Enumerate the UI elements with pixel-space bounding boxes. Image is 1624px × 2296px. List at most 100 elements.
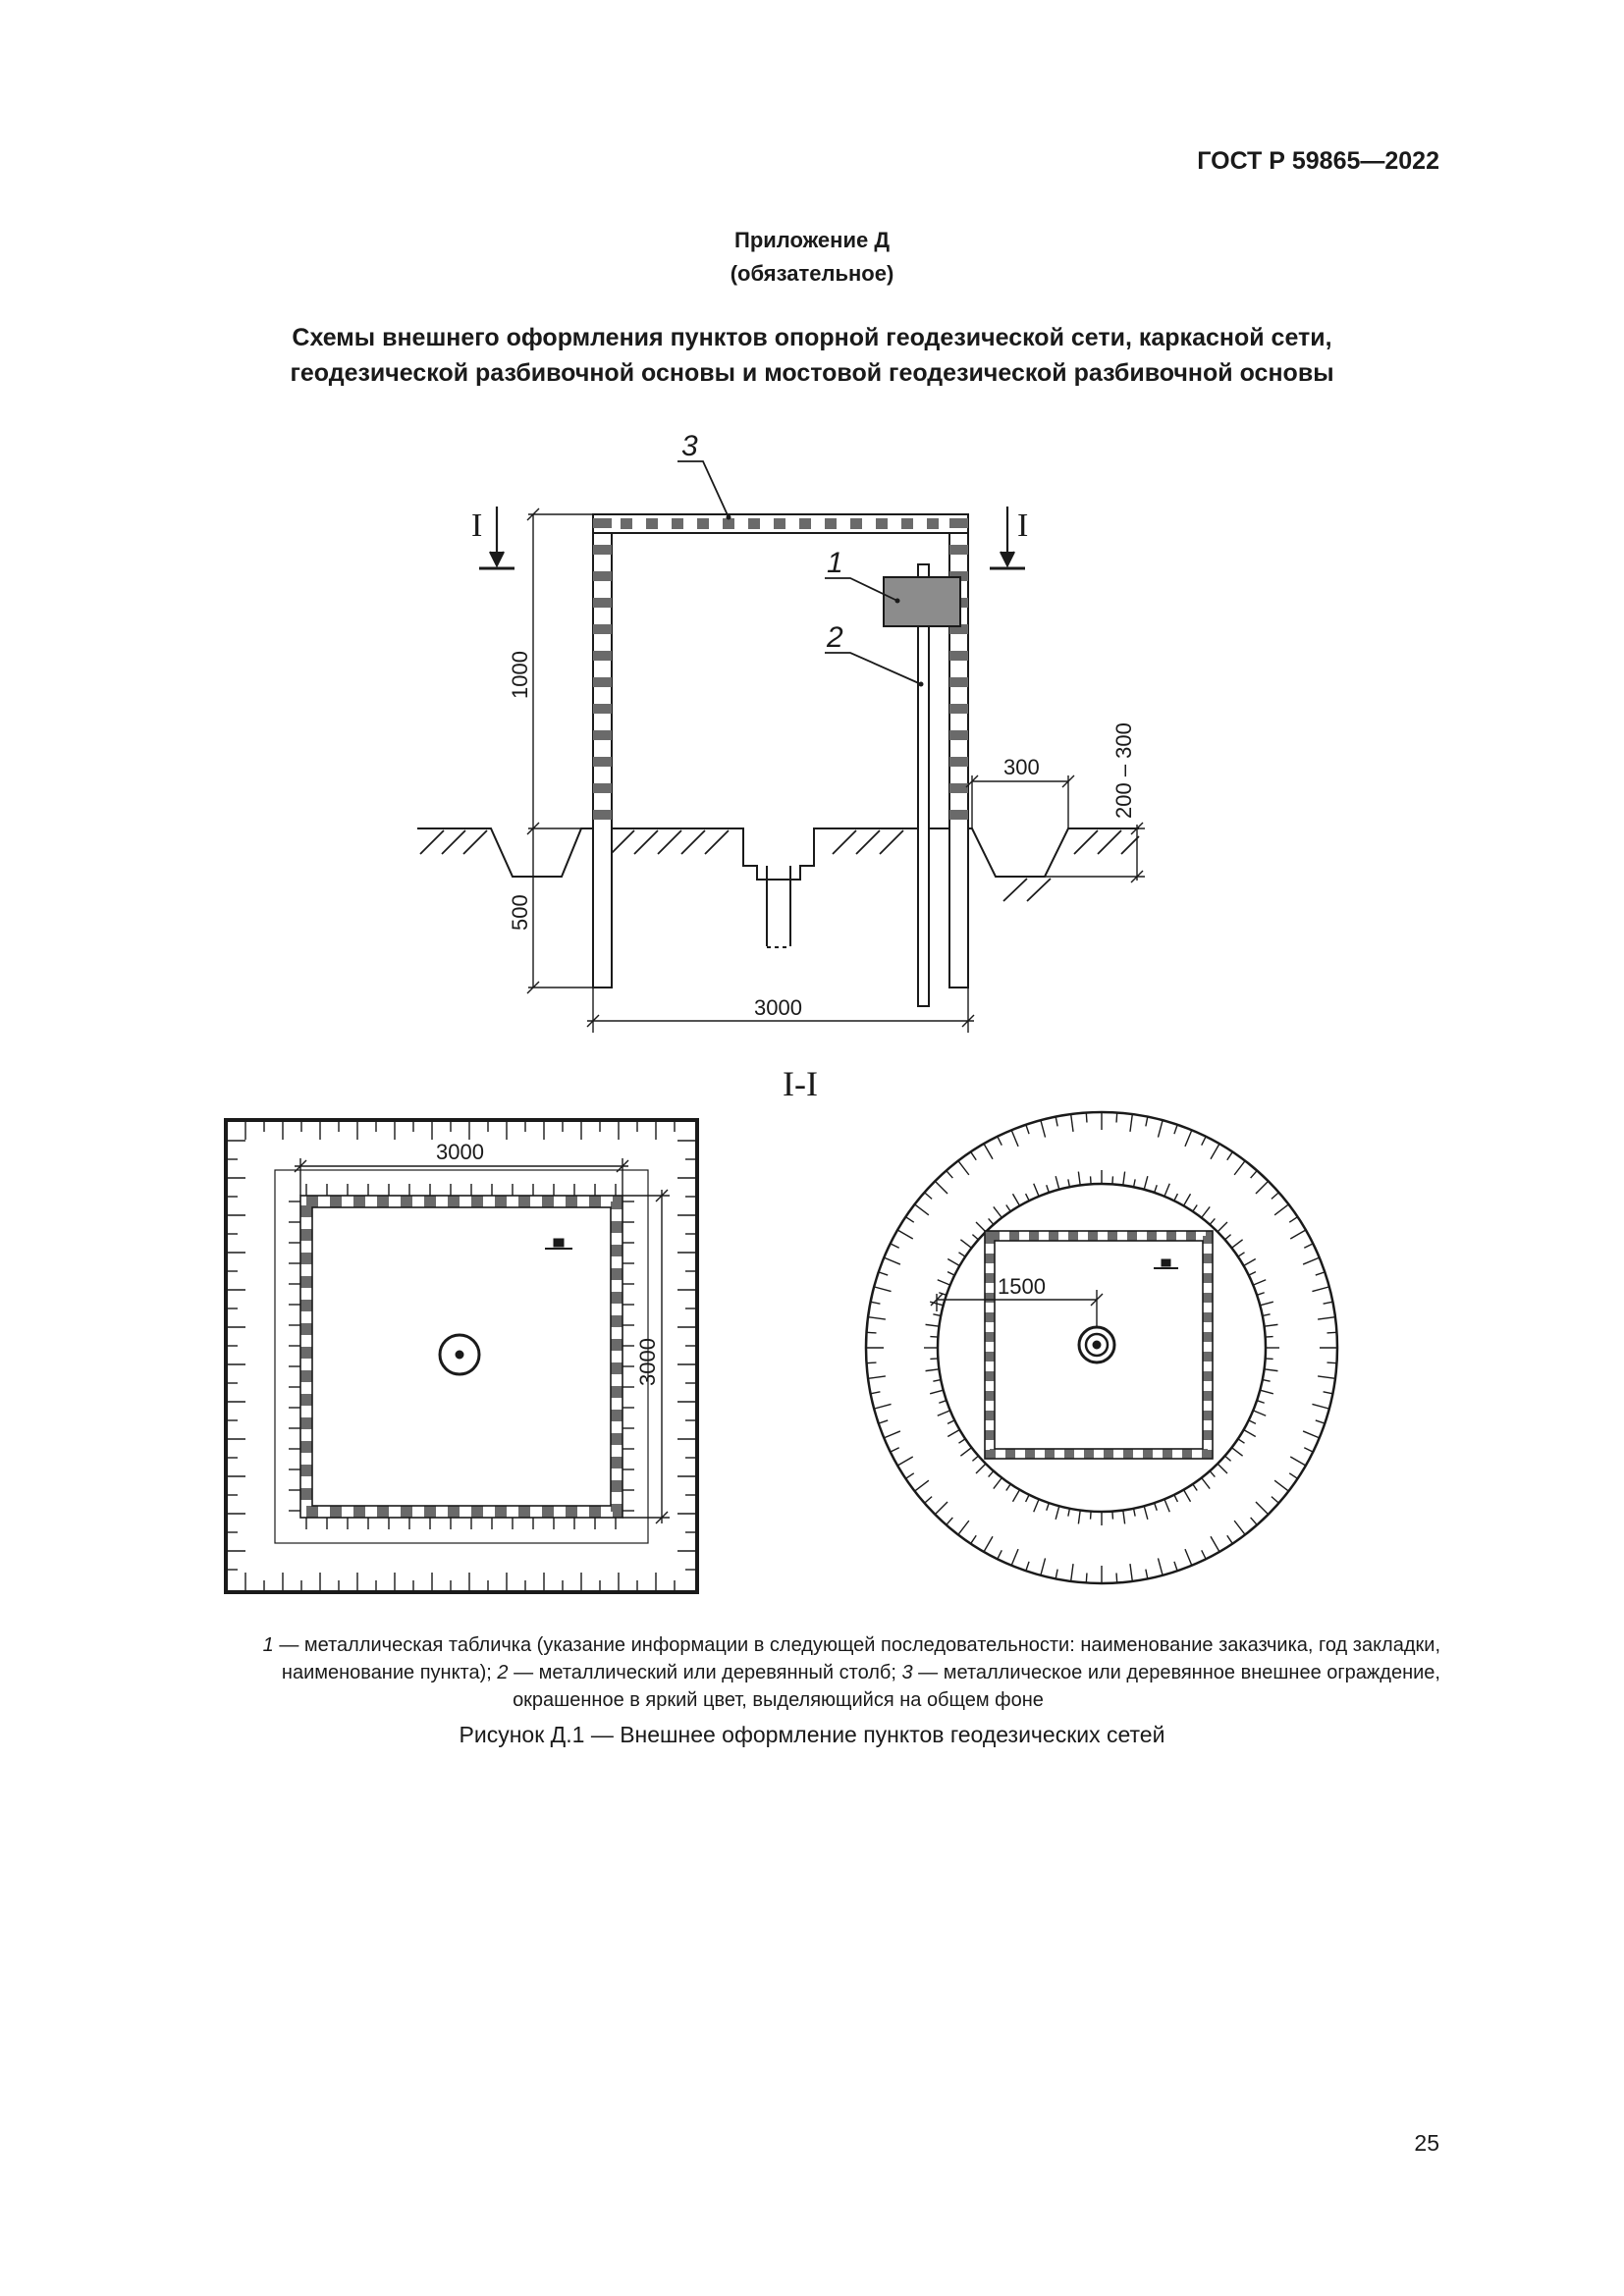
- legend-text-4: окрашенное в яркий цвет, выделяющийся на…: [513, 1689, 1044, 1711]
- hatch-tick: [933, 1378, 942, 1382]
- hatch-tick: [1182, 1489, 1192, 1503]
- hatch-tick: [1265, 1358, 1273, 1361]
- hatch-tick: [1010, 1130, 1019, 1148]
- hatch-tick: [1231, 1239, 1244, 1249]
- hatch-tick: [1289, 1456, 1307, 1467]
- hatch-tick: [1201, 1136, 1207, 1147]
- dim-300-label: 300: [1003, 755, 1040, 779]
- hatch-tick: [1055, 1175, 1060, 1190]
- section-title: I-I: [783, 1064, 818, 1103]
- hatch-tick: [1025, 1124, 1030, 1135]
- hatch-tick: [1033, 1499, 1040, 1513]
- plan-square-dim-v: [623, 1189, 670, 1524]
- hatch-tick: [1237, 1252, 1245, 1257]
- hatch-tick: [1122, 1171, 1126, 1186]
- section-mark-right: [990, 507, 1025, 570]
- hatch-tick: [929, 1389, 944, 1395]
- hatch-tick: [905, 1472, 915, 1479]
- hatch-tick: [1288, 1472, 1298, 1479]
- fence-stripes: [593, 518, 968, 820]
- plan-round-ticks: [866, 1112, 1337, 1583]
- ground-line: [417, 828, 1139, 881]
- hatch-tick: [873, 1286, 892, 1293]
- hatch-tick: [1040, 1558, 1047, 1576]
- section-mark-left: [479, 507, 514, 570]
- hatch-tick: [997, 1136, 1002, 1147]
- hatch-tick: [1250, 1517, 1258, 1525]
- hatch-tick: [1164, 1499, 1170, 1513]
- hatch-tick: [1122, 1510, 1126, 1524]
- plan-square: [224, 1118, 699, 1594]
- callout-3: 3: [681, 430, 698, 462]
- hatch-tick: [890, 1447, 900, 1453]
- appendix-label: Приложение Д: [734, 228, 890, 252]
- hatch-tick: [1145, 1569, 1149, 1579]
- hatch-tick: [947, 1257, 960, 1267]
- hatch-tick: [1173, 1494, 1179, 1503]
- page-number: 25: [1414, 2130, 1439, 2156]
- hatch-tick: [925, 1368, 940, 1372]
- hatch-tick: [1046, 1185, 1050, 1194]
- hatch-tick: [873, 1403, 892, 1410]
- hatch-tick: [1210, 1143, 1220, 1160]
- hatch-tick: [957, 1520, 970, 1535]
- hatch-tick: [1289, 1229, 1307, 1240]
- hatch-tick: [1077, 1510, 1081, 1524]
- hatch-tick: [866, 1362, 877, 1364]
- dim-3000-label: 3000: [754, 995, 802, 1020]
- hatch-tick: [1226, 1151, 1233, 1161]
- hatch-tick: [997, 1549, 1002, 1560]
- hatch-tick: [1143, 1506, 1149, 1521]
- hatch-tick: [971, 1234, 979, 1241]
- plan-square-fence: [300, 1196, 623, 1518]
- legend-num-3: 3: [901, 1662, 913, 1683]
- hatch-tick: [1271, 1192, 1279, 1200]
- hatch-tick: [1067, 1179, 1071, 1188]
- legend-text-1b: наименование пункта);: [281, 1662, 498, 1683]
- hatch-tick: [1226, 1534, 1233, 1544]
- section-mark-right-label: I: [1017, 507, 1028, 544]
- hatch-tick: [1145, 1116, 1149, 1127]
- elevation-view: [417, 460, 1145, 1033]
- hatch-tick: [1173, 1124, 1178, 1135]
- hatch-tick: [988, 1217, 995, 1225]
- hatch-tick: [947, 1428, 960, 1438]
- hatch-tick: [937, 1410, 950, 1416]
- hatch-tick: [867, 1315, 886, 1320]
- callout-2: 2: [826, 621, 843, 654]
- hatch-tick: [1046, 1502, 1050, 1511]
- hatch-tick: [1312, 1403, 1330, 1410]
- hatch-tick: [1129, 1113, 1134, 1132]
- plan-round-plate-icon: [1161, 1258, 1171, 1267]
- hatch-tick: [1224, 1234, 1232, 1241]
- hatch-tick: [946, 1517, 953, 1525]
- dim-horizontal: [586, 988, 975, 1033]
- hatch-tick: [993, 1205, 1002, 1218]
- hatch-tick: [1077, 1171, 1081, 1186]
- hatch-tick: [1224, 1455, 1232, 1462]
- plan-square-hatch-zone: [274, 1169, 649, 1544]
- hatch-tick: [1069, 1564, 1074, 1582]
- hatch-tick: [1055, 1569, 1058, 1579]
- hatch-tick: [934, 1180, 948, 1195]
- hatch-tick: [1237, 1438, 1245, 1444]
- appendix-status: (обязательное): [730, 261, 894, 286]
- plan-square-border: [224, 1118, 699, 1594]
- hatch-tick: [884, 1430, 901, 1439]
- hatch-tick: [914, 1479, 930, 1492]
- hatch-tick: [988, 1470, 995, 1478]
- hatch-tick: [1262, 1378, 1271, 1382]
- legend-text-3: — металлическое или деревянное внешнее о…: [912, 1662, 1440, 1683]
- hatch-tick: [1262, 1313, 1271, 1317]
- hatch-tick: [1210, 1535, 1220, 1553]
- hatch-tick: [957, 1160, 970, 1176]
- hatch-tick: [1302, 1430, 1320, 1439]
- hatch-tick: [1323, 1391, 1333, 1395]
- hatch-tick: [1243, 1428, 1257, 1438]
- dim-200-300-label: 200 – 300: [1111, 722, 1136, 819]
- hatch-tick: [983, 1535, 994, 1553]
- hatch-tick: [1326, 1331, 1337, 1334]
- hatch-tick: [870, 1301, 881, 1305]
- hatch-tick: [1089, 1511, 1092, 1520]
- heading-line-2: геодезической разбивочной основы и мосто…: [290, 359, 1334, 387]
